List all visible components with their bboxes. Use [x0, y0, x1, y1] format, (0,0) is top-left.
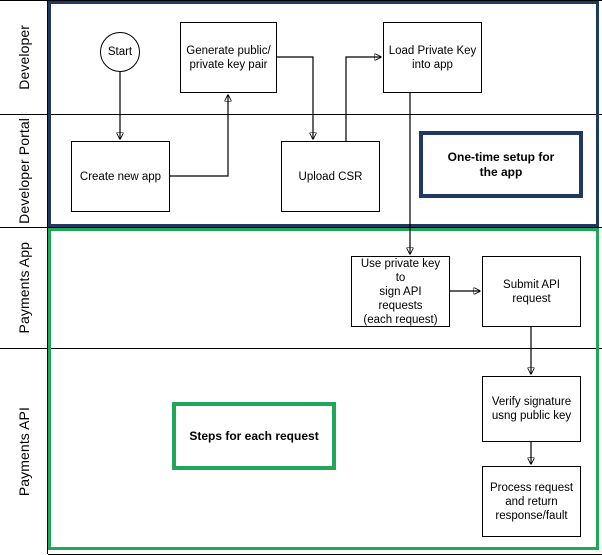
node-submit-request[interactable]: Submit API request	[482, 256, 581, 327]
lane-label-payments-api: Payments API	[0, 348, 48, 554]
lane-label-text: Payments App	[15, 242, 32, 334]
lane-label-text: Payments API	[15, 406, 32, 497]
lane-label-text: Developer Portal	[15, 118, 32, 224]
node-create-new-app[interactable]: Create new app	[71, 141, 170, 212]
group-border-each-request	[48, 228, 599, 550]
lane-separator-payments-app	[48, 227, 602, 228]
node-sign-requests[interactable]: Use private key to sign API requests (ea…	[351, 256, 450, 327]
lane-separator-payments-api	[48, 348, 602, 349]
node-process-request[interactable]: Process request and return response/faul…	[482, 466, 581, 537]
lane-label-developer-portal: Developer Portal	[0, 114, 48, 227]
node-upload-csr[interactable]: Upload CSR	[281, 141, 380, 212]
legend-steps-each-request: Steps for each request	[172, 402, 336, 470]
node-load-private-key[interactable]: Load Private Key into app	[383, 22, 482, 93]
legend-one-time-setup: One-time setup for the app	[419, 131, 583, 198]
node-start[interactable]: Start	[100, 32, 140, 72]
lane-separator-top	[48, 0, 602, 1]
group-border-one-time-setup	[48, 1, 599, 227]
node-verify-signature[interactable]: Verify signature usng public key	[482, 376, 581, 442]
lane-label-developer: Developer	[0, 0, 48, 114]
lane-separator-developer-portal	[48, 114, 602, 115]
lane-label-payments-app: Payments App	[0, 227, 48, 348]
node-generate-keys[interactable]: Generate public/ private key pair	[180, 22, 277, 93]
lane-label-text: Developer	[15, 25, 32, 90]
